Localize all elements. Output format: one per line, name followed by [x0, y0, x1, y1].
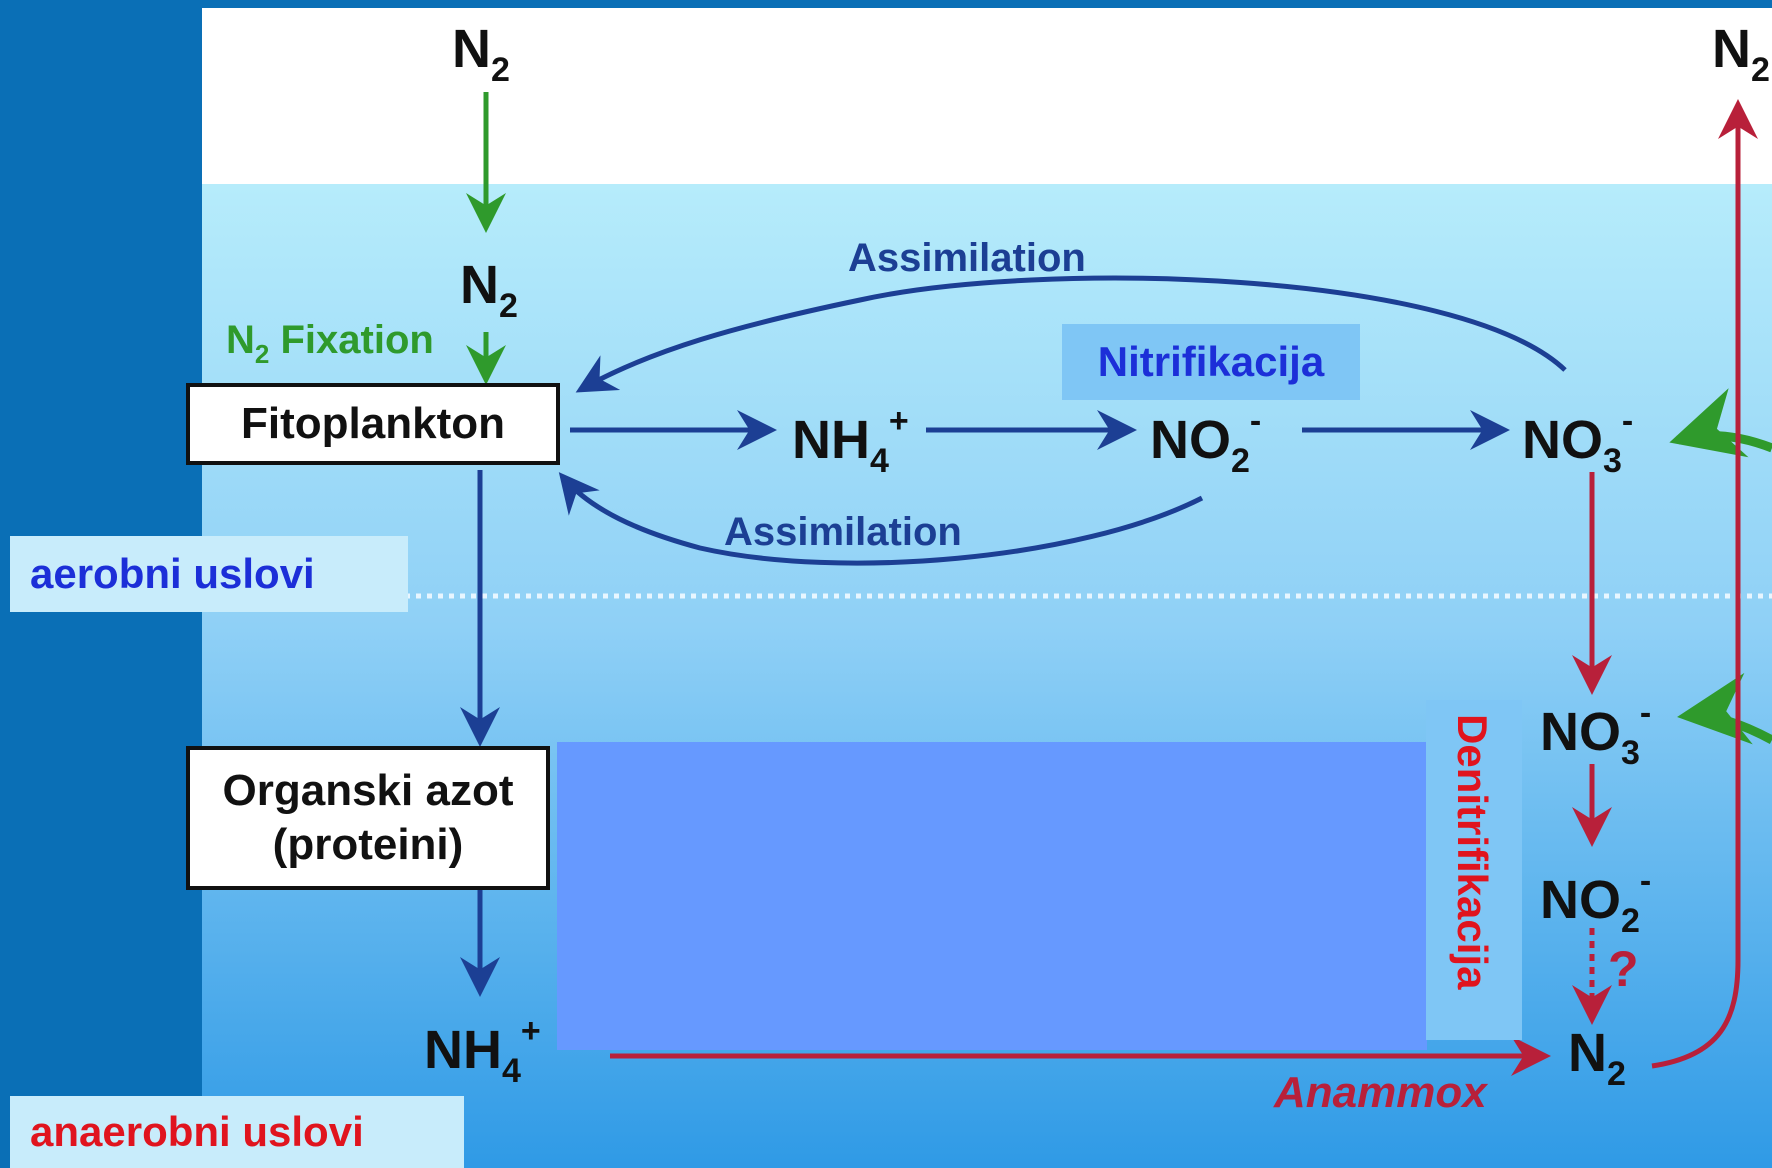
- aerobic-conditions-label: aerobni uslovi: [10, 536, 408, 612]
- organic-nitrogen-box: Organski azot (proteini): [186, 746, 550, 890]
- no2-lower: NO2-: [1540, 862, 1652, 940]
- assimilation-top-label: Assimilation: [848, 236, 1086, 280]
- anaerobic-conditions-label: anaerobni uslovi: [10, 1096, 464, 1168]
- denitrifikacija-label: Denitrifikacija: [1449, 714, 1496, 990]
- question-mark: ?: [1608, 941, 1639, 997]
- no3-upper: NO3-: [1522, 402, 1634, 480]
- n2-fixation-label: N2 Fixation: [226, 318, 434, 369]
- nh4-upper: NH4+: [792, 402, 909, 480]
- n2-atmosphere-right: N2: [1712, 19, 1770, 89]
- arrow-green-no3-lower: [1677, 672, 1772, 745]
- assimilation-bottom-label: Assimilation: [724, 510, 962, 554]
- organic-nitrogen-line1: Organski azot: [222, 766, 514, 815]
- arrow-n2-to-atmosphere: [1651, 99, 1758, 1069]
- arrow-assimilation-bottom: [558, 472, 1204, 566]
- atmosphere-band: [202, 8, 1772, 184]
- organic-nitrogen-line2: (proteini): [272, 820, 464, 869]
- nh4-lower: NH4+: [424, 1012, 541, 1090]
- n2-atmosphere-left: N2: [452, 19, 510, 89]
- fitoplankton-box: Fitoplankton: [186, 383, 560, 465]
- cover-block: [557, 742, 1427, 1050]
- n2-lower: N2: [1568, 1023, 1626, 1093]
- arrow-green-no3-upper: [1669, 388, 1772, 458]
- no2-upper: NO2-: [1150, 402, 1262, 480]
- arrow-assimilation-top: [575, 275, 1567, 393]
- n2-dissolved: N2: [460, 255, 518, 325]
- no3-lower: NO3-: [1540, 694, 1652, 772]
- denitrifikacija-panel: Denitrifikacija: [1426, 700, 1522, 1040]
- nitrifikacija-label: Nitrifikacija: [1062, 324, 1360, 400]
- anammox-label: Anammox: [1274, 1068, 1487, 1117]
